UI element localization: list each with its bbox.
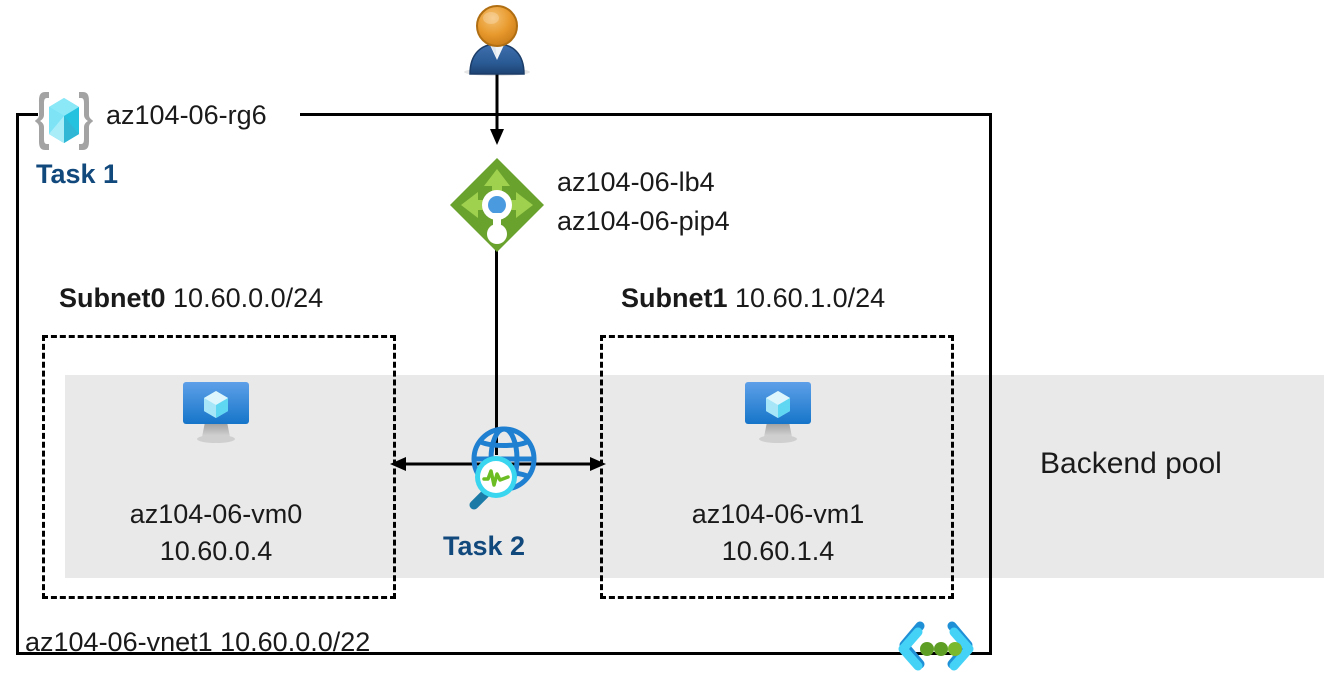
subnet-1-box — [600, 335, 954, 599]
load-balancer-name: az104-06-lb4 — [557, 167, 715, 197]
resource-group-icon — [31, 90, 97, 152]
virtual-machine-0-labels: az104-06-vm0 10.60.0.4 — [66, 496, 366, 570]
subnet-0-heading: Subnet0 10.60.0.0/24 — [59, 283, 323, 314]
resource-group-border-right — [989, 113, 992, 655]
public-ip-name: az104-06-pip4 — [557, 206, 730, 236]
load-balancer-icon — [447, 155, 547, 255]
user-icon — [458, 2, 536, 76]
virtual-machine-1-ip: 10.60.1.4 — [721, 536, 835, 566]
load-balancer-to-subnets-connector — [495, 250, 498, 455]
subnet-1-name: Subnet1 — [621, 283, 728, 313]
network-watcher-icon — [452, 419, 544, 511]
subnet-0-box — [42, 335, 396, 599]
resource-group-border-left — [16, 113, 19, 655]
subnet-0-cidr: 10.60.0.0/24 — [173, 283, 324, 313]
virtual-machine-0-ip: 10.60.0.4 — [159, 536, 273, 566]
virtual-machine-1-labels: az104-06-vm1 10.60.1.4 — [628, 496, 928, 570]
resource-group-border-top-left — [16, 113, 38, 116]
virtual-machine-0-icon — [180, 378, 252, 446]
virtual-machine-1-name: az104-06-vm1 — [691, 499, 865, 529]
arrow-user-to-load-balancer — [489, 74, 505, 146]
virtual-machine-1-icon — [742, 378, 814, 446]
resource-group-label: az104-06-rg6 — [106, 100, 267, 130]
virtual-network-icon — [896, 618, 976, 680]
subnet-1-cidr: 10.60.1.0/24 — [735, 283, 886, 313]
task-1-label: Task 1 — [36, 159, 119, 189]
subnet-0-name: Subnet0 — [59, 283, 166, 313]
resource-group-border-bottom — [16, 652, 992, 655]
subnet-1-heading: Subnet1 10.60.1.0/24 — [621, 283, 885, 314]
backend-pool-label: Backend pool — [1040, 447, 1222, 480]
task-2-label: Task 2 — [443, 531, 526, 561]
virtual-machine-0-name: az104-06-vm0 — [129, 499, 303, 529]
virtual-network-label: az104-06-vnet1 10.60.0.0/22 — [25, 627, 371, 657]
backend-pool-band — [65, 375, 1324, 578]
resource-group-border-top-right — [300, 113, 992, 116]
load-balancer-labels: az104-06-lb4 az104-06-pip4 — [557, 163, 730, 241]
